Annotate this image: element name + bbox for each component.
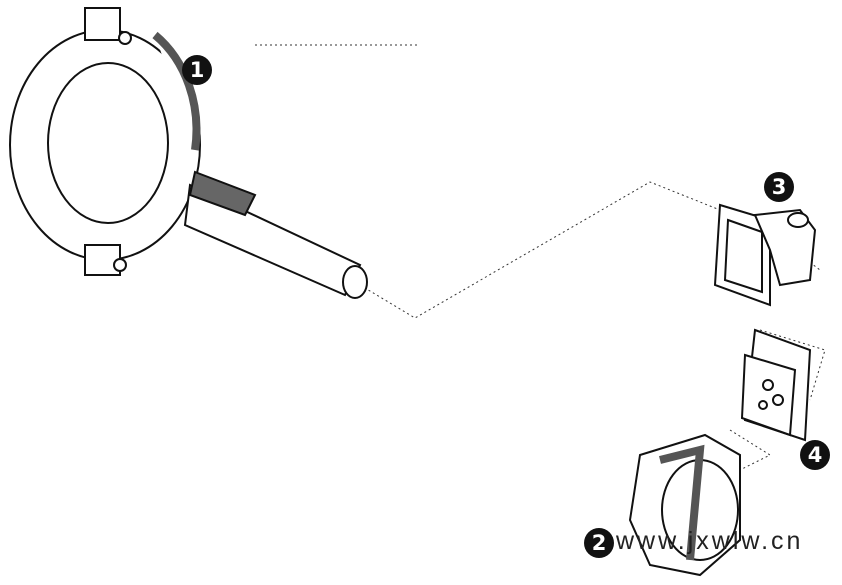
callout-1: 1 bbox=[182, 55, 212, 85]
ring-clamp bbox=[9, 7, 368, 299]
callout-4: 4 bbox=[800, 440, 830, 470]
callout-2: 2 bbox=[584, 528, 614, 558]
flange-cross-clamp bbox=[713, 203, 817, 307]
adapter-plate bbox=[740, 328, 812, 442]
callout-3: 3 bbox=[764, 172, 794, 202]
split-collar bbox=[628, 433, 741, 577]
watermark: www.jxwlw.cn bbox=[616, 527, 804, 555]
